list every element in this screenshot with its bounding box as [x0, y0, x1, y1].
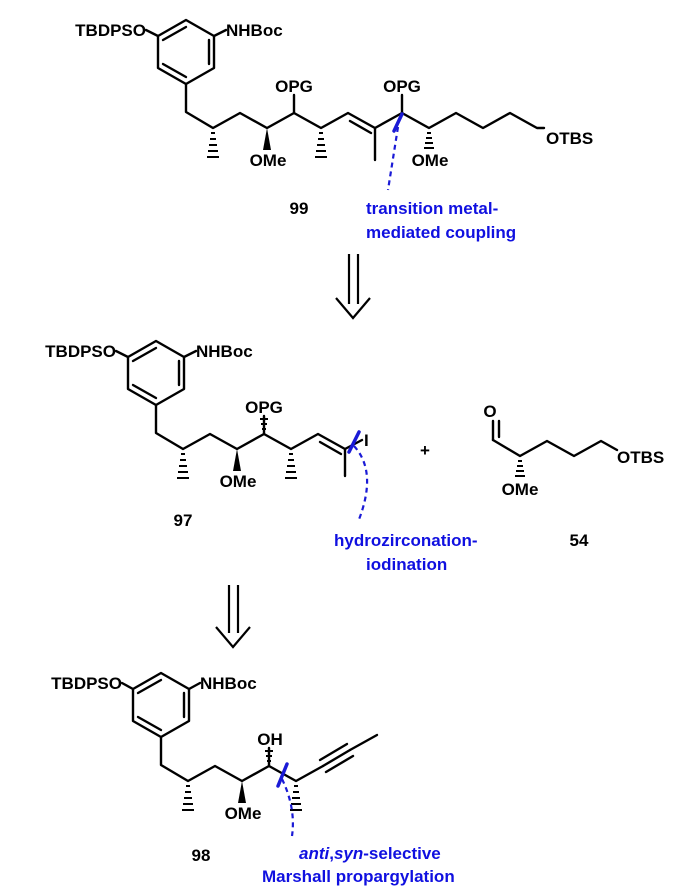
compound-99-alkene-second-line: [348, 119, 373, 135]
compound-98-annotation-line2: Marshall propargylation: [262, 867, 455, 886]
compound-98-nhboc-label: NHBoc: [200, 674, 257, 693]
compound-99-main-chain: [184, 82, 546, 130]
compound-97: TBDPSO NHBoc OPG OMe I 97 hydrozirconati…: [45, 339, 478, 574]
compound-99-methyl-hash-a: [207, 132, 219, 158]
plus-sign: +: [420, 441, 430, 460]
compound-98-annotation-line1: anti,syn-selective: [299, 844, 441, 863]
compound-98-main-chain: [159, 735, 325, 783]
compound-99-n-aryl-bond: [212, 28, 228, 38]
compound-98-oh-label: OH: [257, 730, 283, 749]
compound-54: O OMe OTBS 54: [483, 402, 664, 550]
compound-98: TBDPSO NHBoc OH OMe 98 anti,syn-selectiv…: [51, 671, 455, 886]
compound-54-number: 54: [570, 531, 589, 550]
compound-99-otbs-label: OTBS: [546, 129, 593, 148]
compound-98-alkyne-bond-3: [324, 754, 355, 774]
compound-98-n-aryl-bond: [187, 681, 202, 691]
compound-99-methyl-hash-b: [315, 132, 327, 158]
compound-99-ome-label-b: OMe: [412, 151, 449, 170]
compound-99-opg-label-b: OPG: [383, 77, 421, 96]
compound-99-opg-label-a: OPG: [275, 77, 313, 96]
compound-99-nhboc-label: NHBoc: [226, 21, 283, 40]
compound-98-benzene-ring: [131, 671, 191, 739]
compound-98-methyl-hash-b: [290, 785, 302, 811]
compound-99: TBDPSO NHBoc OPG OPG OMe OMe OTBS 99 tra…: [75, 18, 593, 242]
compound-99-ome-label-a: OMe: [250, 151, 287, 170]
compound-98-terminal-methyl: [348, 733, 379, 752]
compound-99-tbdpso-label: TBDPSO: [75, 21, 146, 40]
compound-97-tbdpso-label: TBDPSO: [45, 342, 116, 361]
compound-99-number: 99: [290, 199, 309, 218]
compound-97-ome-wedge: [233, 449, 241, 471]
compound-97-nhboc-label: NHBoc: [196, 342, 253, 361]
retrosynthesis-arrow-1: [335, 254, 371, 320]
compound-98-alkyne-bond-2: [318, 742, 349, 762]
selective-text: -selective: [363, 844, 441, 863]
compound-98-methyl-hash-a: [182, 785, 194, 811]
syn-italic: syn: [334, 844, 363, 863]
compound-97-iodo-label: I: [364, 431, 369, 450]
compound-98-oh-hash: [265, 750, 273, 762]
compound-98-disconnection-mark: [276, 762, 289, 788]
compound-97-methyl-hash-a: [177, 453, 189, 479]
compound-97-methyl-hash-b: [285, 453, 297, 479]
compound-97-n-aryl-bond: [182, 349, 198, 359]
compound-54-main-chain: [491, 438, 619, 458]
compound-54-oxo-label: O: [483, 402, 496, 421]
compound-98-o-aryl-bond: [120, 681, 135, 691]
anti-italic: anti: [299, 844, 331, 863]
compound-97-annotation-line1: hydrozirconation-: [334, 531, 478, 550]
compound-54-ome-label: OMe: [502, 480, 539, 499]
compound-99-annotation-leader: [386, 126, 400, 191]
compound-98-ome-wedge: [238, 781, 246, 803]
compound-54-otbs-label: OTBS: [617, 448, 664, 467]
compound-98-tbdpso-label: TBDPSO: [51, 674, 122, 693]
compound-98-number: 98: [192, 846, 211, 865]
compound-97-alkene-second-line: [318, 440, 343, 456]
compound-99-o-aryl-bond: [144, 28, 160, 38]
compound-97-benzene-ring: [126, 339, 186, 407]
compound-97-ome-label: OMe: [220, 472, 257, 491]
compound-97-o-aryl-bond: [114, 349, 130, 359]
compound-97-annotation-line2: iodination: [366, 555, 447, 574]
compound-97-opg-label: OPG: [245, 398, 283, 417]
compound-98-ome-label: OMe: [225, 804, 262, 823]
compound-99-disconnection-mark: [392, 112, 404, 133]
compound-99-ome-hash-b: [424, 132, 434, 149]
compound-99-annotation-line1: transition metal-: [366, 199, 498, 218]
compound-54-ome-hash: [515, 460, 525, 477]
retrosynthesis-arrow-2: [215, 585, 251, 649]
comma-text: ,: [329, 844, 334, 863]
compound-97-annotation-leader: [353, 445, 369, 523]
compound-99-annotation-line2: mediated coupling: [366, 223, 516, 242]
compound-97-number: 97: [174, 511, 193, 530]
compound-97-opg-hash: [260, 418, 268, 430]
compound-99-benzene-ring: [156, 18, 216, 86]
compound-99-ome-wedge-a: [263, 128, 271, 150]
compound-97-main-chain: [154, 403, 364, 451]
compound-98-alkyne-bond-1: [321, 748, 352, 768]
compound-98-annotation-leader: [281, 778, 294, 837]
compound-97-disconnection-mark: [347, 430, 361, 454]
